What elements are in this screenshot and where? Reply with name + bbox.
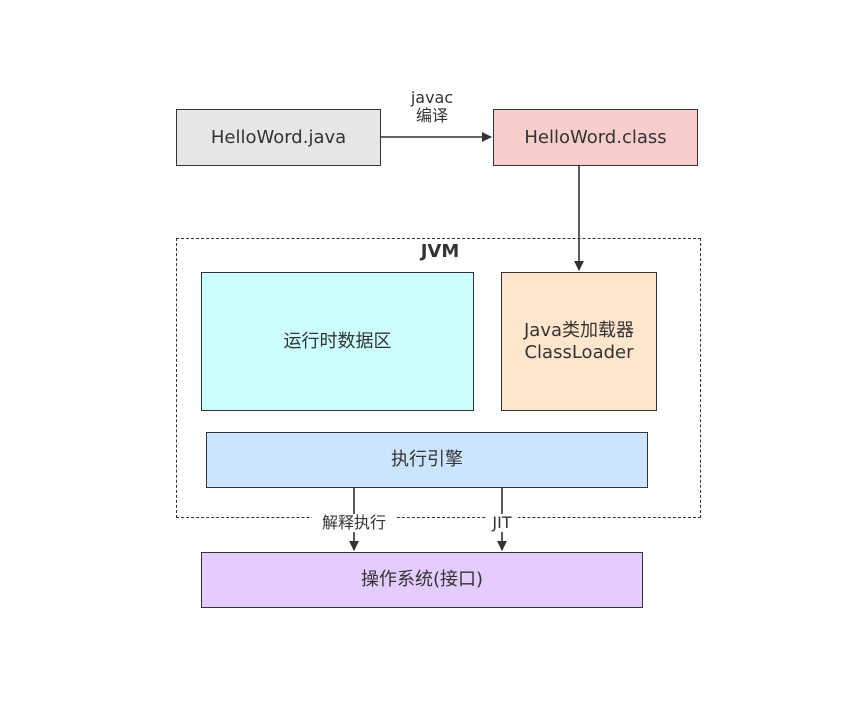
execution-engine-node: 执行引擎	[206, 432, 648, 488]
source-file-label: HelloWord.java	[210, 126, 347, 148]
class-loader-label-en: ClassLoader	[524, 341, 634, 363]
class-loader-node: Java类加载器 ClassLoader	[501, 272, 657, 411]
class-file-node: HelloWord.class	[493, 109, 698, 166]
compile-action-label: 编译	[415, 106, 448, 125]
interpret-edge-label: 解释执行	[312, 514, 396, 532]
class-loader-label-cn: Java类加载器	[523, 319, 635, 341]
source-file-node: HelloWord.java	[176, 109, 381, 166]
runtime-data-area-node: 运行时数据区	[201, 272, 474, 411]
os-interface-label: 操作系统(接口)	[360, 569, 484, 590]
runtime-data-area-label: 运行时数据区	[283, 330, 392, 352]
compile-tool-label: javac	[410, 88, 454, 107]
os-interface-node: 操作系统(接口)	[201, 552, 643, 608]
jvm-frame	[176, 238, 701, 518]
jvm-title: JVM	[420, 241, 460, 262]
class-file-label: HelloWord.class	[524, 126, 667, 148]
compile-edge-label: javac 编译	[398, 89, 466, 125]
execution-engine-label: 执行引擎	[391, 449, 463, 470]
jit-edge-label: JIT	[486, 514, 518, 532]
